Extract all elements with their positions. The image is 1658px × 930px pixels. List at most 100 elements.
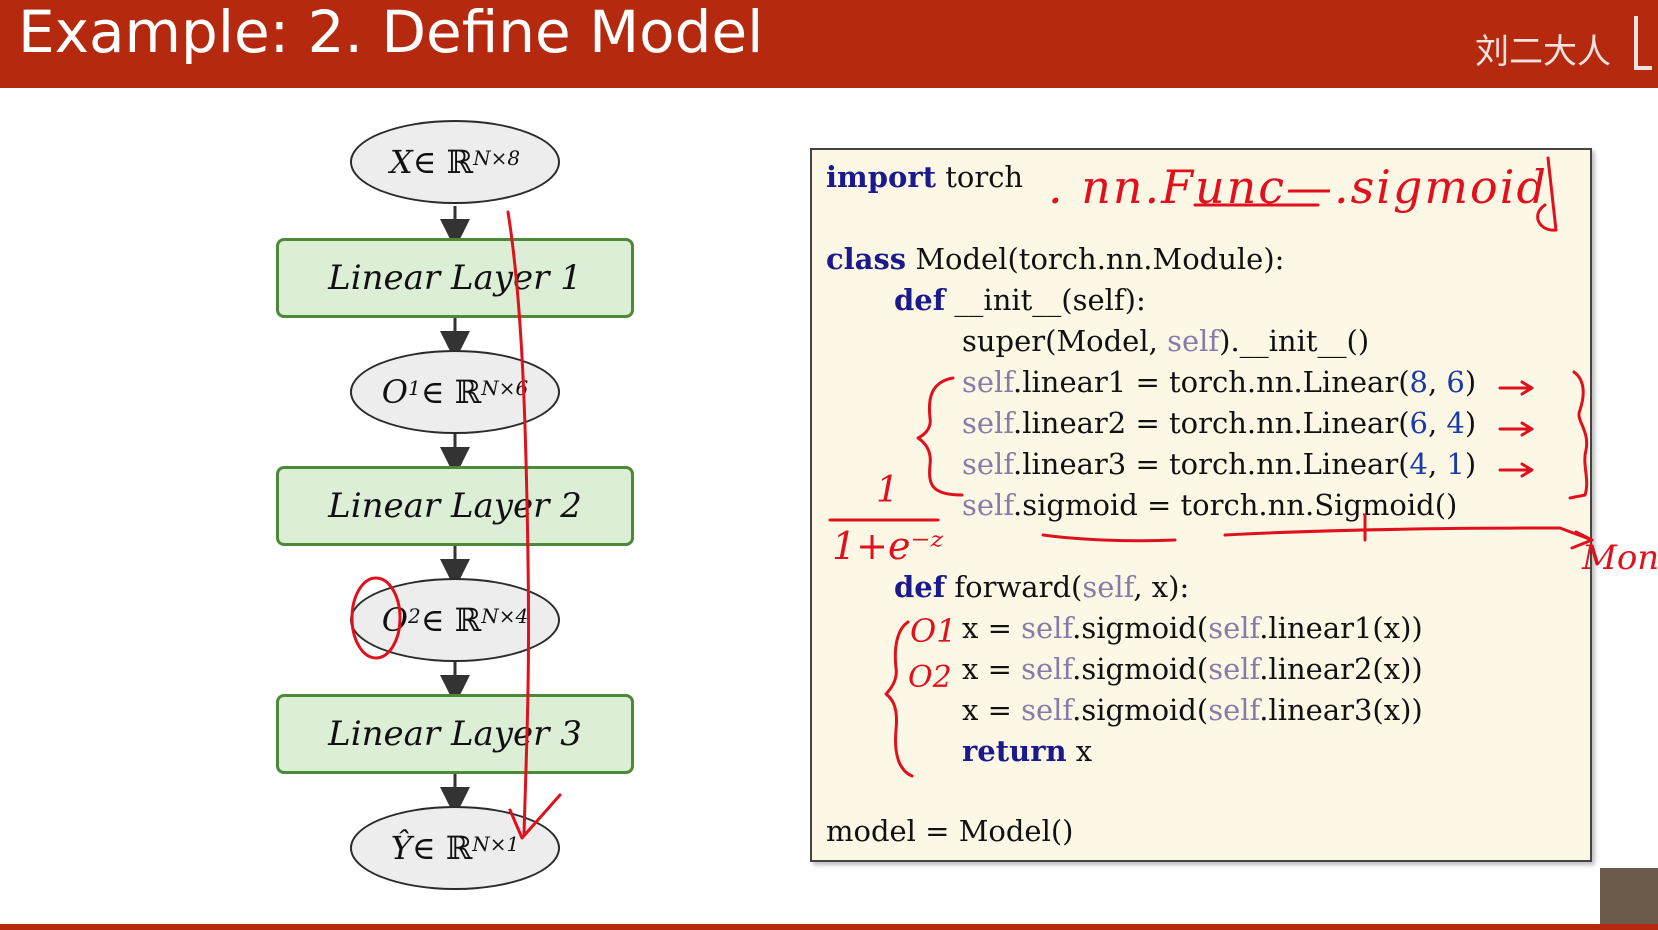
code-line-10: x = self.sigmoid(self.linear1(x)) [962,611,1423,645]
o1-set: ∈ ℝ [420,373,482,411]
code-text: x = [962,652,1022,686]
code-text: .linear1 = torch.nn.Linear( [1013,365,1410,399]
code-text: , [1427,406,1447,440]
code-text: x = [962,693,1022,727]
code-line-7: self.linear3 = torch.nn.Linear(4, 1) [962,447,1476,481]
ink-fraction-numerator: 1 [876,470,899,511]
code-text: Model(torch.nn.Module): [906,242,1285,276]
o1-var: O [381,373,409,411]
ink-arrow-1 [1498,380,1534,396]
num-in: 6 [1409,406,1428,440]
ink-fraction-denominator: 1+e⁻ᶻ [832,524,944,568]
code-text: .linear2(x)) [1259,652,1423,686]
num-out: 4 [1446,406,1465,440]
ink-brace-init [916,376,964,497]
code-text: forward( [945,570,1083,604]
self-token: self [1208,652,1260,686]
num-out: 6 [1446,365,1465,399]
ink-arrow-2 [1498,421,1534,437]
num-out: 1 [1446,447,1465,481]
code-line-5: self.linear1 = torch.nn.Linear(8, 6) [962,365,1476,399]
code-text: .sigmoid( [1072,611,1209,645]
linear-layer-1: Linear Layer 1 [276,238,634,318]
ink-right-note: Mon [1582,538,1658,578]
code-text: x [1066,734,1093,768]
slide-header: Example: 2. Define Model 刘二大人 [0,0,1658,88]
code-text: .linear3(x)) [1259,693,1423,727]
kw-def: def [894,283,946,317]
self-token: self [962,488,1014,522]
code-text: , x): [1133,570,1190,604]
ink-top-note: . nn.Func—.sigmoid [1048,160,1548,214]
code-text: super(Model, [962,324,1168,358]
self-token: self [962,447,1014,481]
output-dims: N×1 [472,832,520,856]
code-text: model = Model() [826,814,1074,848]
code-line-4: super(Model, self).__init__() [962,324,1369,358]
code-text: __init__(self): [945,283,1146,317]
output-var: Ŷ [390,829,412,867]
ink-underline-torch [1223,526,1594,550]
linear-layer-3: Linear Layer 3 [276,694,634,774]
code-text: .linear1(x)) [1259,611,1423,645]
self-token: self [1021,693,1073,727]
ink-circle-o2 [350,576,402,660]
code-text: .linear2 = torch.nn.Linear( [1013,406,1410,440]
code-panel: import torch class Model(torch.nn.Module… [810,148,1592,862]
author-label: 刘二大人 [1475,32,1611,72]
ink-top-d [1536,156,1558,232]
code-line-3: def __init__(self): [894,283,1146,317]
o1-dims: N×6 [481,376,529,400]
ink-trace-line [506,210,531,837]
input-var: X [389,143,413,181]
o2-index: 2 [408,604,421,628]
self-token: self [1208,693,1260,727]
code-line-13: return x [962,734,1092,768]
code-text: ).__init__() [1219,324,1370,358]
kw-class: class [826,242,907,276]
code-text: .linear3 = torch.nn.Linear( [1013,447,1410,481]
code-line-9: def forward(self, x): [894,570,1189,604]
kw-def: def [894,570,946,604]
ink-brace-forward [884,620,914,778]
self-token: self [962,365,1014,399]
code-text: ) [1464,365,1477,399]
ink-underline-sigmoid [1041,533,1177,543]
input-set: ∈ ℝ [412,143,474,181]
code-line-2: class Model(torch.nn.Module): [826,242,1284,276]
author-logo [1634,16,1652,70]
ink-label-o1: O1 [910,612,957,650]
num-in: 8 [1409,365,1428,399]
self-token: self [1021,652,1073,686]
ink-arrow-head [508,793,562,840]
code-text: , [1427,365,1447,399]
code-text: .sigmoid = torch.nn.Sigmoid() [1013,488,1458,522]
code-text: x = [962,611,1022,645]
slide-title: Example: 2. Define Model [18,0,764,66]
code-line-14: model = Model() [826,814,1073,848]
code-line-6: self.linear2 = torch.nn.Linear(6, 4) [962,406,1476,440]
kw-return: return [962,734,1067,768]
self-token: self [1167,324,1220,358]
num-in: 4 [1409,447,1428,481]
kw-import: import [826,160,936,194]
code-line-1: import torch [826,160,1023,194]
presenter-thumbnail [1600,868,1658,924]
input-dims: N×8 [473,146,521,170]
code-line-11: x = self.sigmoid(self.linear2(x)) [962,652,1423,686]
code-text: .sigmoid( [1072,693,1209,727]
code-text: ) [1464,406,1477,440]
self-token: self [1208,611,1260,645]
ink-arrow-3 [1498,462,1534,478]
code-line-8: self.sigmoid = torch.nn.Sigmoid() [962,488,1457,522]
output-set: ∈ ℝ [411,829,473,867]
o2-set: ∈ ℝ [420,601,482,639]
code-text: ) [1464,447,1477,481]
self-token: self [1021,611,1073,645]
self-token: self [962,406,1014,440]
self-token: self [1082,570,1134,604]
o2-dims: N×4 [481,604,529,628]
